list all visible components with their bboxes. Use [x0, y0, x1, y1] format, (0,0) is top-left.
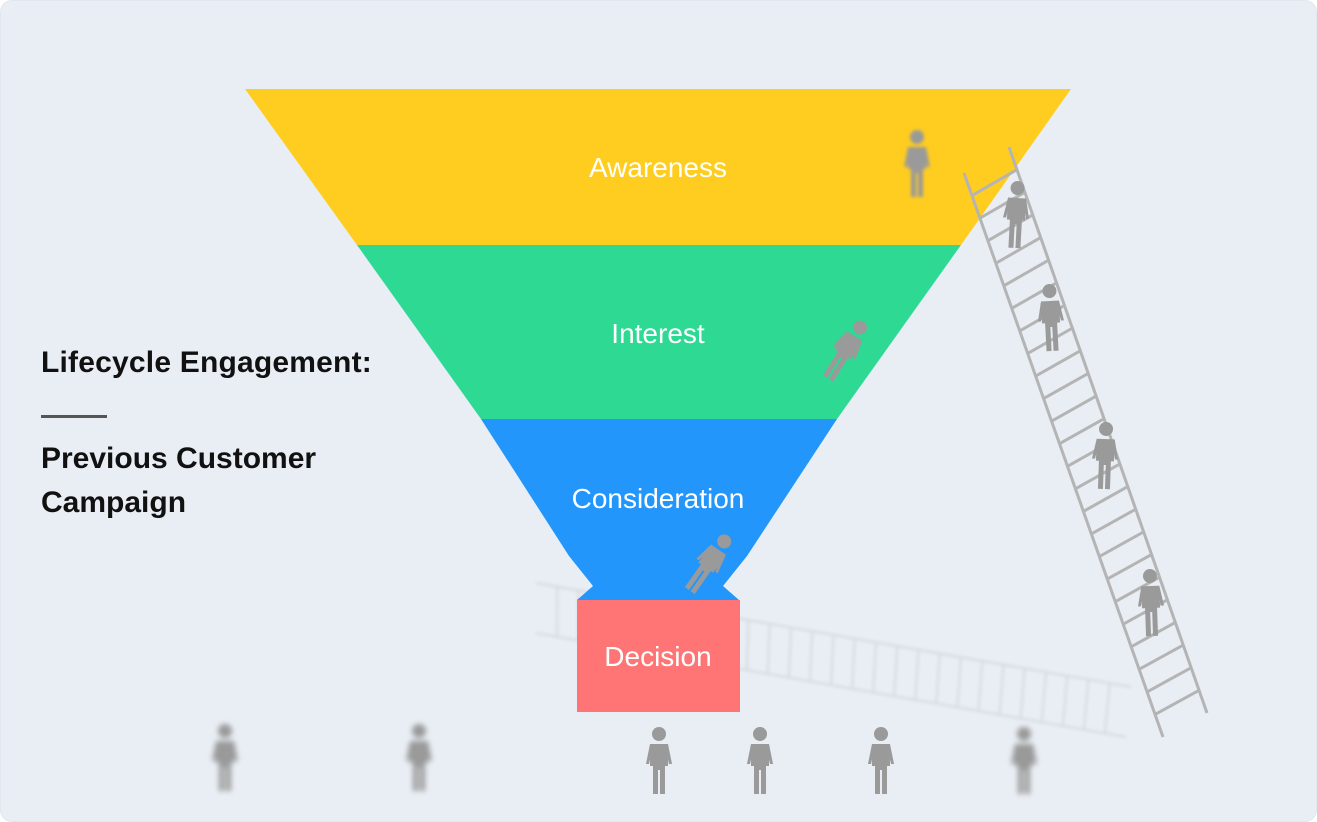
person-icon — [646, 727, 672, 794]
person-icon — [747, 727, 773, 794]
ladder-rung — [766, 623, 771, 674]
ladder-rung — [1082, 485, 1129, 513]
stage-awareness — [245, 89, 1071, 245]
ladder-rung — [1098, 530, 1145, 558]
ladder-rung — [1050, 394, 1097, 423]
ladder-rung — [979, 190, 1026, 220]
ladder-rung — [787, 627, 792, 678]
ladder-rung — [956, 657, 962, 708]
ladder-rung — [1040, 672, 1047, 723]
ladder-rung — [1003, 258, 1050, 288]
ladder-rung — [1082, 679, 1090, 730]
ladder-rung — [1074, 462, 1121, 491]
ladder-rung — [935, 653, 941, 704]
ladder-rung — [1146, 666, 1192, 694]
person-icon — [1001, 180, 1031, 249]
person-icon — [1011, 727, 1037, 794]
ladder-rung — [1034, 349, 1082, 378]
person-icon — [406, 724, 432, 791]
ladder-rung — [872, 642, 877, 693]
ladder-rung — [1103, 683, 1111, 734]
ladder-rung — [1042, 372, 1089, 400]
stage-label-decision: Decision — [604, 641, 711, 672]
ladder-rung — [977, 660, 984, 712]
ladder-rung — [1154, 689, 1200, 716]
ladder-rung — [1019, 668, 1026, 719]
stage-consideration — [481, 419, 837, 600]
stage-interest — [357, 245, 961, 419]
stage-label-awareness: Awareness — [589, 152, 727, 183]
ladder-rung — [998, 664, 1005, 715]
ladder-rung — [1106, 553, 1153, 581]
ladder-rung — [914, 649, 920, 700]
stage-label-interest: Interest — [611, 318, 705, 349]
ladder-rung — [1061, 675, 1069, 726]
person-icon — [868, 727, 894, 794]
ladder-rung — [851, 638, 856, 689]
ladder-rung — [971, 168, 1018, 197]
ladder-rung — [995, 236, 1042, 265]
leaning-ladder — [962, 146, 1209, 738]
diagram-title: Lifecycle Engagement: — [41, 346, 372, 379]
ladder-rung — [808, 631, 814, 682]
ladder-rung — [1138, 643, 1184, 671]
ladder-rung — [1058, 417, 1105, 446]
ladder-rung — [745, 620, 750, 671]
stage-label-consideration: Consideration — [572, 483, 745, 514]
ladder-rung — [893, 646, 899, 697]
stage-decision — [577, 600, 740, 712]
person-icon — [212, 724, 238, 791]
ladder-rail — [962, 172, 1165, 738]
title-divider — [41, 415, 107, 418]
ladder-rung — [830, 634, 835, 686]
diagram-subtitle: Previous Customer Campaign — [41, 442, 317, 519]
ladder-rung — [1090, 507, 1137, 536]
